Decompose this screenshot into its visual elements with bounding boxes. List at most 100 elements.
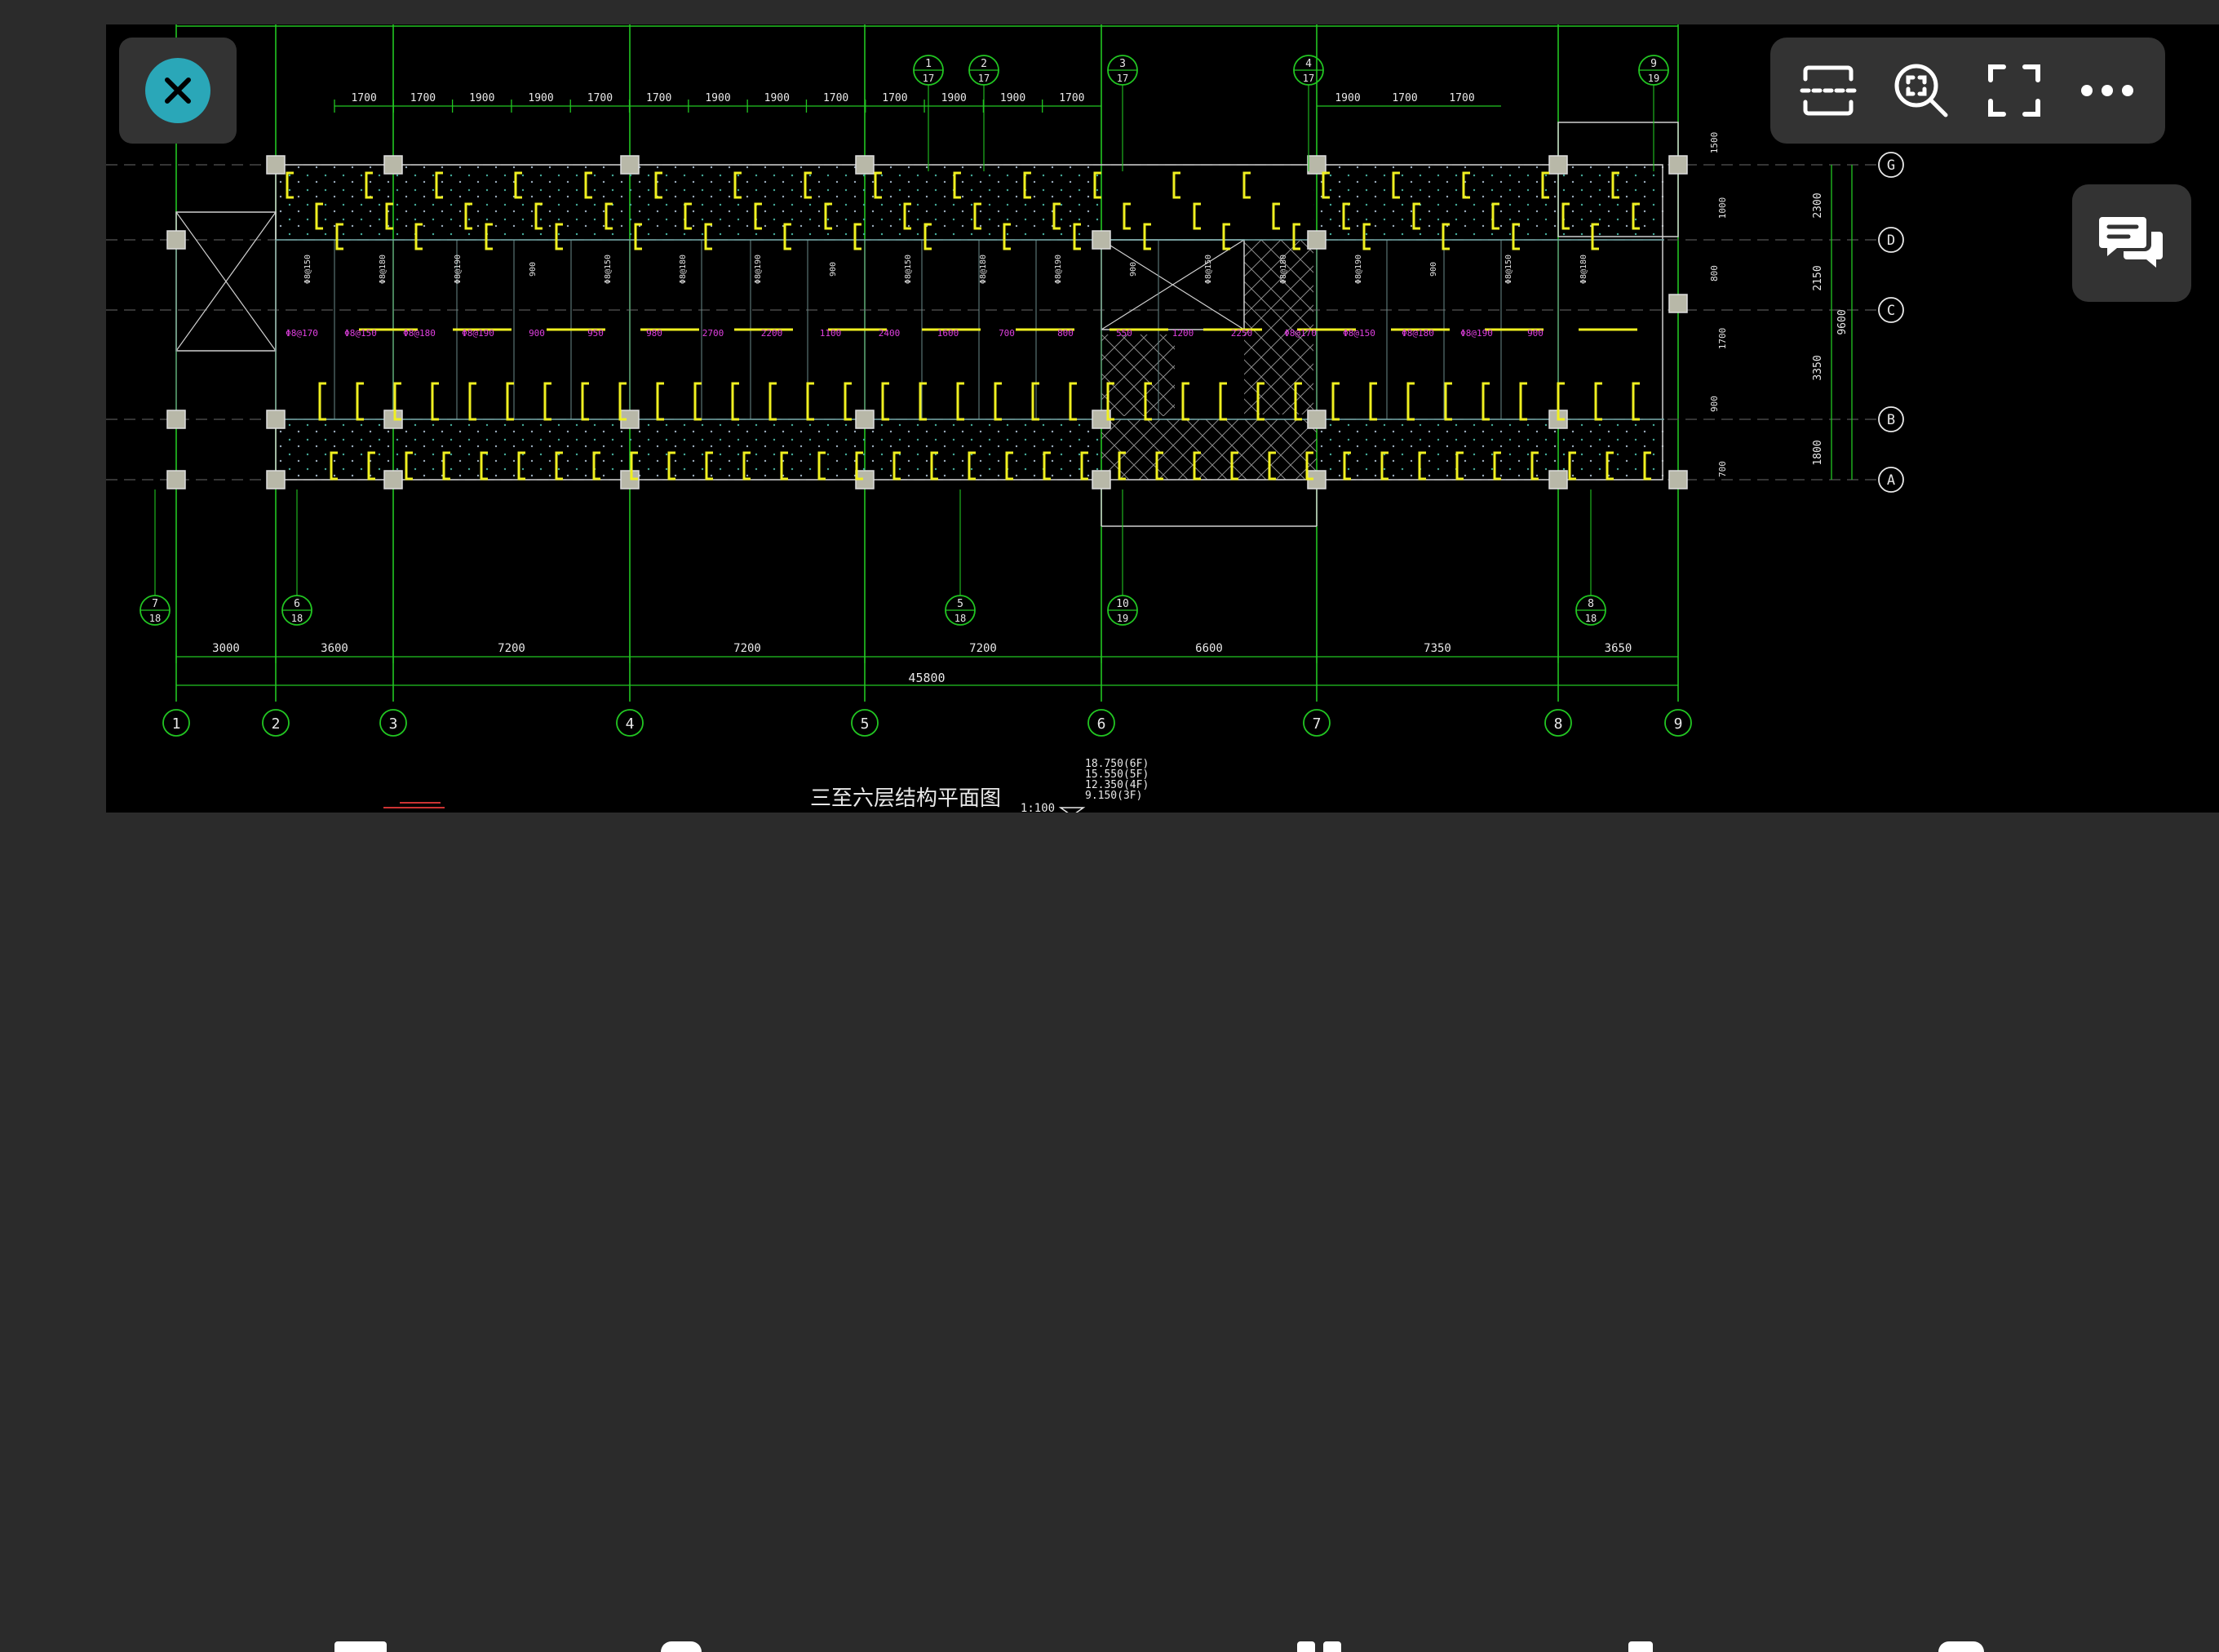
rebar-mark [1530, 451, 1539, 481]
rebar-mark [1519, 382, 1527, 421]
rebar-mark [1256, 382, 1265, 421]
detail-callout-sheet: 17 [978, 73, 990, 84]
row-axis-bubble [1878, 152, 1904, 178]
rebar-mark [464, 202, 472, 230]
stair-tower-outline [1557, 122, 1679, 237]
stair-hatch [1101, 334, 1175, 416]
dimension-text: 2150 [1812, 265, 1824, 290]
annotation-label: Φ8@170 [1284, 328, 1317, 339]
detail-callout-sheet: 18 [1585, 613, 1597, 624]
nav-item[interactable] [1297, 1641, 1315, 1652]
detail-callout-sheet: 19 [1648, 73, 1659, 84]
rebar-mark [1023, 171, 1031, 199]
rebar-mark [956, 382, 964, 421]
rebar-mark [335, 223, 343, 250]
rebar-mark [1073, 223, 1081, 250]
rebar-mark [1455, 451, 1464, 481]
chat-button[interactable] [2072, 184, 2191, 302]
structural-column [266, 470, 286, 489]
detail-callout-sheet: 18 [954, 613, 966, 624]
dimension-text: 1800 [1812, 440, 1824, 465]
nav-item[interactable] [334, 1641, 387, 1652]
row-axis-label: A [1887, 472, 1895, 489]
column-axis-label: 1 [172, 715, 181, 733]
nav-item[interactable] [661, 1641, 702, 1652]
rebar-mark [1193, 451, 1201, 481]
rebar-spec-label: Φ8@150 [303, 255, 312, 284]
opening-cross [175, 211, 277, 352]
rebar-mark [844, 382, 852, 421]
close-button[interactable] [119, 38, 237, 144]
corridor-hatch [276, 419, 1100, 480]
rebar-spec-label: Φ8@190 [1054, 255, 1063, 284]
row-axis-bubble [1878, 227, 1904, 253]
dimension-text: 7350 [1424, 642, 1451, 655]
column-axis-label: 3 [389, 715, 398, 733]
rebar-spec-label: Φ8@150 [1504, 255, 1513, 284]
structural-column [1548, 155, 1568, 175]
chat-bubbles-icon [2099, 217, 2163, 268]
rebar-spec-label: Φ8@180 [679, 255, 688, 284]
structural-column [1092, 470, 1111, 489]
rebar-mark [367, 451, 375, 481]
column-axis-label: 4 [626, 715, 635, 733]
more-icon[interactable] [2071, 54, 2144, 127]
rebar-mark [1412, 202, 1420, 230]
annotation-label: 550 [1116, 328, 1132, 339]
rebar-mark [1222, 223, 1230, 250]
nav-item[interactable] [1323, 1641, 1341, 1652]
rebar-mark [1611, 171, 1619, 199]
rebar-mark [1462, 171, 1470, 199]
rebar-mark [1322, 171, 1330, 199]
nav-item[interactable] [1938, 1641, 1984, 1652]
dimension-text: 1700 [587, 92, 613, 104]
structural-column [1307, 155, 1327, 175]
structural-column [266, 410, 286, 429]
rebar-mark [1219, 382, 1227, 421]
rebar-mark [1392, 171, 1400, 199]
structural-column [383, 410, 403, 429]
dimension-text: 3600 [321, 642, 348, 655]
rebar-mark [517, 451, 525, 481]
bottom-navigation [0, 813, 2219, 1652]
structural-column [1548, 470, 1568, 489]
detail-callout-number: 8 [1588, 598, 1594, 610]
fullscreen-icon[interactable] [1978, 54, 2051, 127]
zoom-search-icon[interactable] [1885, 54, 1958, 127]
detail-callout-sheet: 18 [149, 613, 161, 624]
detail-callout-number: 5 [957, 598, 963, 610]
nav-item[interactable] [1628, 1641, 1653, 1652]
drawing-scale: 1:100 [1021, 802, 1055, 813]
dimension-text: 2300 [1812, 193, 1824, 218]
detail-callout-number: 7 [152, 598, 158, 610]
detail-callout-number: 3 [1119, 58, 1126, 70]
rebar-mark [923, 223, 932, 250]
rebar-mark [1594, 382, 1602, 421]
rebar-mark [1230, 451, 1238, 481]
dimension-text: 1900 [1000, 92, 1025, 104]
rebar-mark [874, 171, 882, 199]
dimension-text: 1700 [410, 92, 436, 104]
rebar-mark [1331, 382, 1340, 421]
row-axis-label: G [1887, 157, 1895, 174]
rebar-mark [1406, 382, 1415, 421]
level-elevation-text: 18.750(6F) [1085, 758, 1149, 770]
rebar-mark [1193, 202, 1201, 230]
rebar-mark [442, 451, 450, 481]
structural-column [1668, 155, 1688, 175]
dimension-text: 3650 [1605, 642, 1632, 655]
structural-column [166, 230, 186, 250]
stair-hatch [1244, 240, 1313, 414]
structural-column [620, 155, 640, 175]
annotation-label: Φ8@150 [1343, 328, 1375, 339]
structural-column [1668, 470, 1688, 489]
rebar-spec-label: Φ8@150 [904, 255, 913, 284]
rebar-mark [468, 382, 476, 421]
dashed-scan-icon[interactable] [1792, 54, 1865, 127]
rebar-mark [1362, 223, 1371, 250]
rebar-mark [584, 171, 592, 199]
detail-callout-number: 9 [1650, 58, 1657, 70]
dimension-text: 3350 [1812, 355, 1824, 380]
opening-cross [1101, 239, 1245, 330]
